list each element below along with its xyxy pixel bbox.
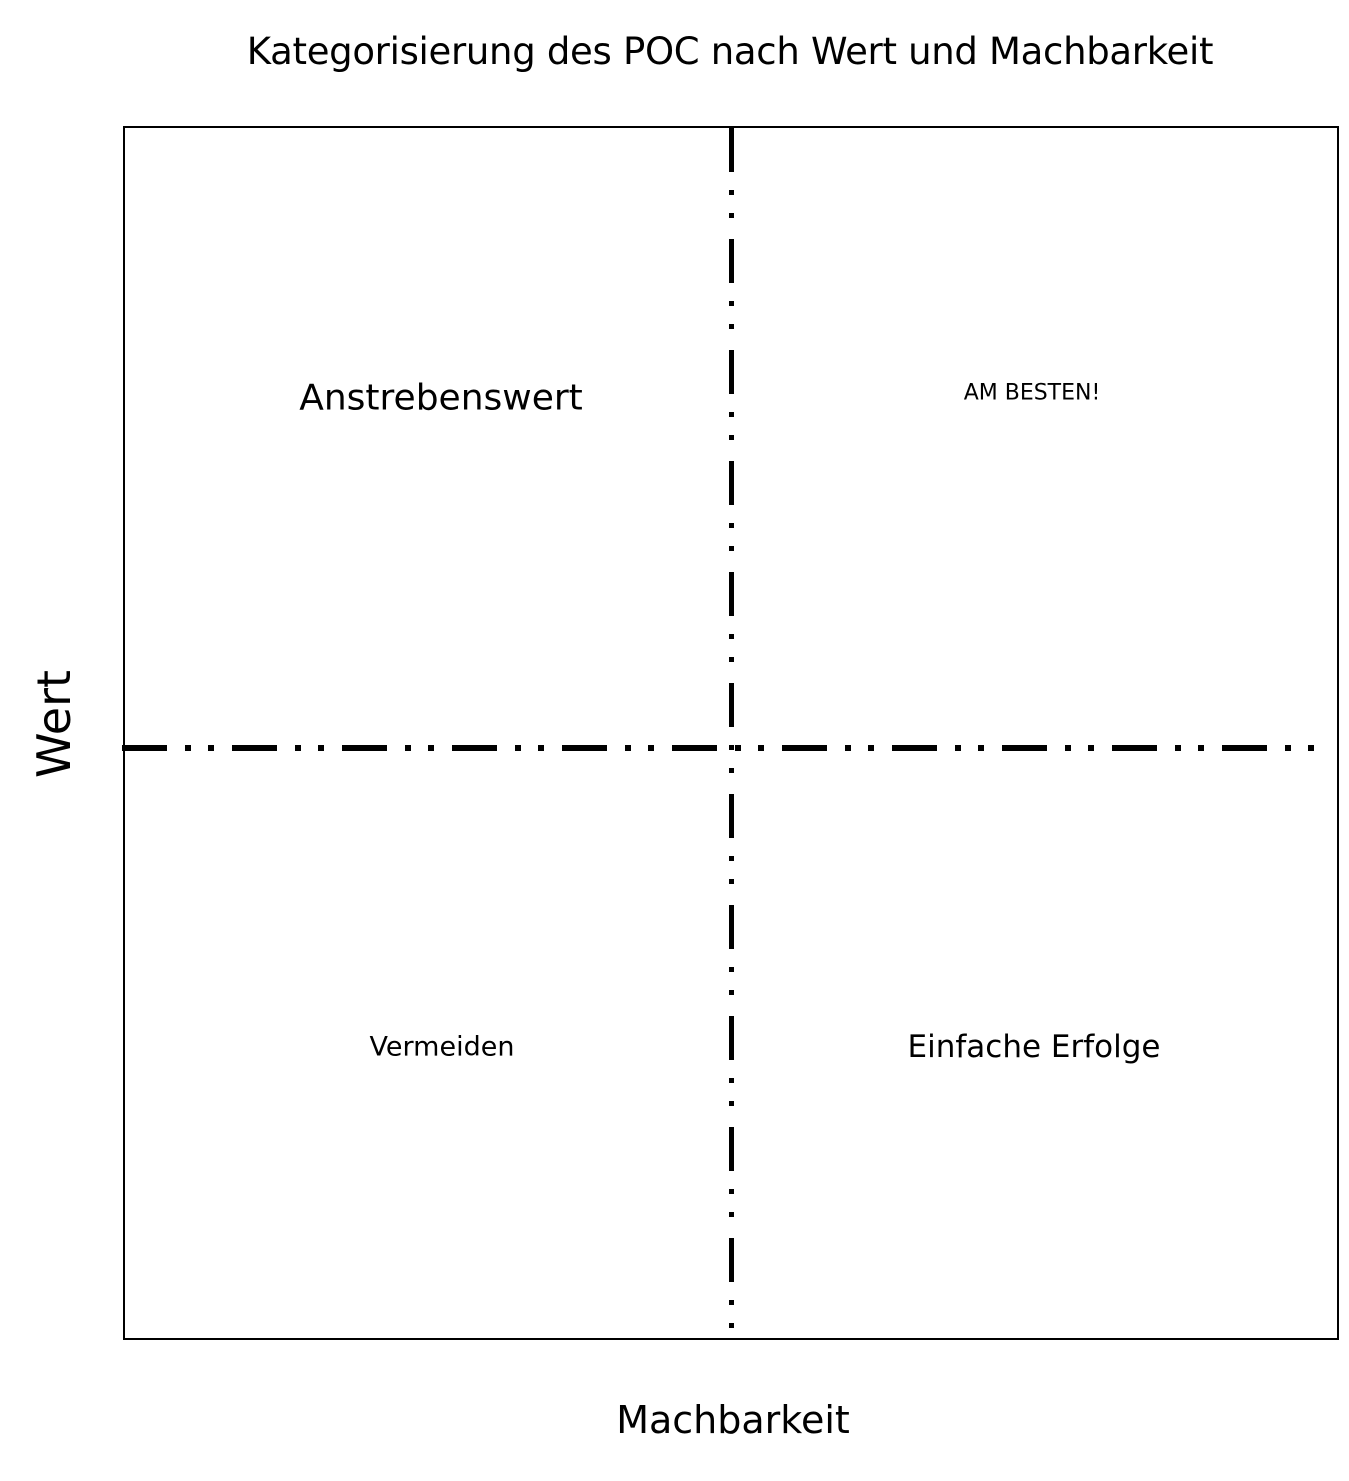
quadrant-label-top-left: Anstrebenswert xyxy=(299,377,583,419)
quadrant-label-bottom-left: Vermeiden xyxy=(369,1031,515,1063)
x-axis-label: Machbarkeit xyxy=(616,1398,850,1442)
horizontal-divider xyxy=(122,745,1332,751)
chart-title: Kategorisierung des POC nach Wert und Ma… xyxy=(246,30,1214,73)
vertical-divider xyxy=(729,128,734,1338)
quadrant-frame xyxy=(123,126,1339,1340)
quadrant-label-top-right: AM BESTEN! xyxy=(963,380,1101,406)
quadrant-label-bottom-right: Einfache Erfolge xyxy=(907,1029,1161,1065)
y-axis-label: Wert xyxy=(27,669,81,779)
